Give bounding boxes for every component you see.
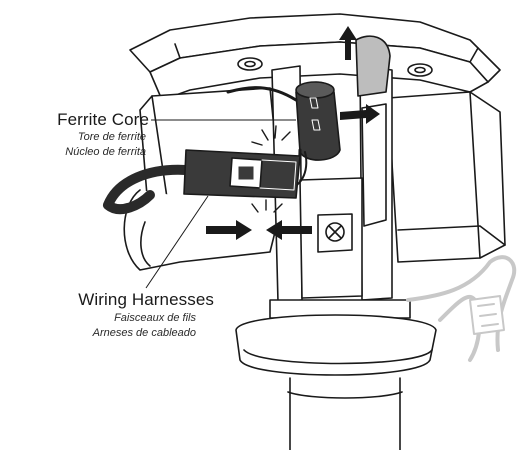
ferrite-core-label-french: Tore de ferrite bbox=[77, 131, 146, 143]
arrow-left-right bbox=[266, 220, 312, 240]
motor-housing-right bbox=[387, 91, 506, 263]
arrow-up-top bbox=[339, 26, 357, 60]
strap-tab bbox=[355, 35, 391, 227]
arrow-right-ferrite bbox=[340, 104, 380, 124]
downrod-assembly bbox=[235, 299, 437, 450]
arrow-right-left bbox=[206, 220, 252, 240]
ferrite-core-label-spanish: Núcleo de ferrita bbox=[65, 146, 146, 158]
wiring-harness-connector bbox=[183, 149, 301, 199]
ghost-connector bbox=[406, 255, 517, 362]
ferrite-core-label: Ferrite Core bbox=[57, 110, 149, 129]
ferrite-core bbox=[295, 81, 341, 161]
disconnect-burst-marks bbox=[251, 125, 291, 213]
mounting-bracket bbox=[129, 13, 501, 101]
wiring-harnesses-label: Wiring Harnesses bbox=[78, 290, 214, 309]
wiring-harnesses-leader bbox=[145, 195, 209, 289]
wiring-harnesses-label-french: Faisceaux de fils bbox=[114, 312, 196, 324]
leader-lines bbox=[145, 119, 296, 289]
wiring-harnesses-label-spanish: Arneses de cableado bbox=[92, 327, 196, 339]
direction-arrows bbox=[206, 26, 380, 240]
